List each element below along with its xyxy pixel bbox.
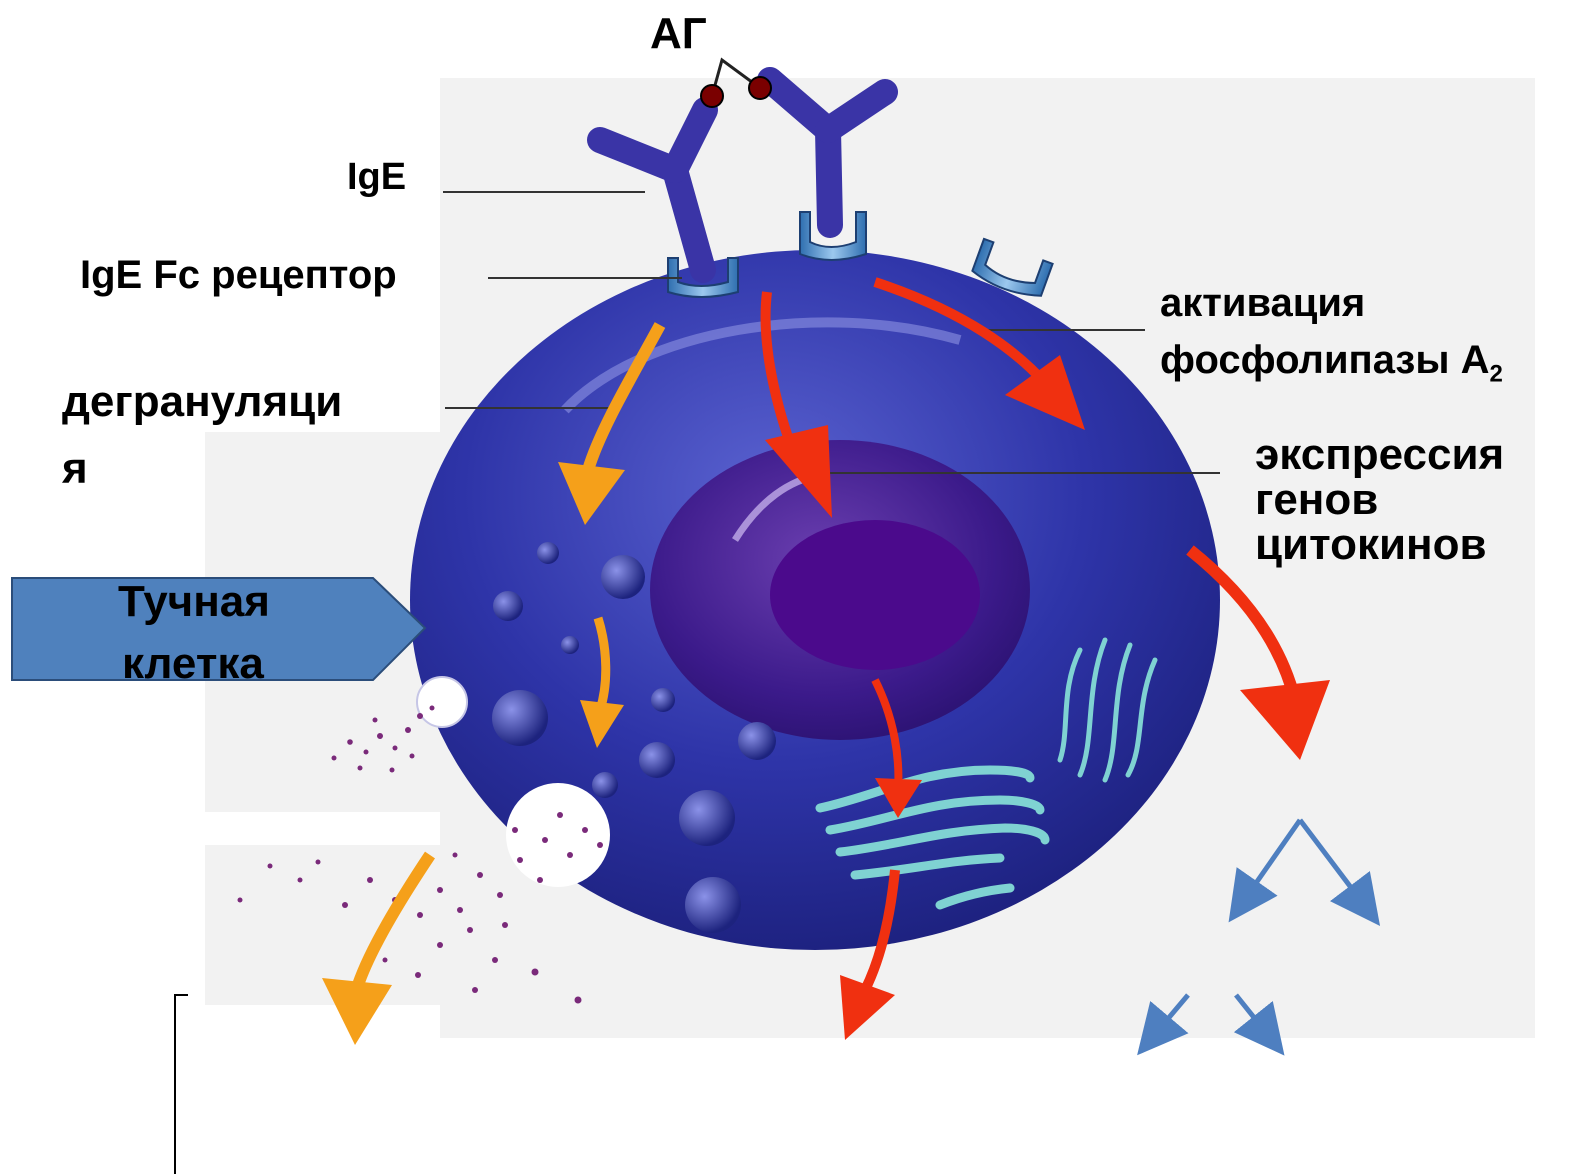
cytokine-gene-expression-label-line3: цитокинов bbox=[1255, 523, 1487, 567]
phospholipase-a2-text: фосфолипазы А bbox=[1160, 338, 1489, 382]
antigen-label: АГ bbox=[650, 12, 707, 56]
vesicle-small bbox=[417, 677, 467, 727]
vesicle-large bbox=[506, 783, 610, 887]
mast-cell-label-line2: клетка bbox=[122, 642, 264, 686]
phospholipase-a2-activation-label-line2: фосфолипазы А2 bbox=[1160, 340, 1503, 386]
ige-label: IgE bbox=[347, 158, 406, 196]
degranulation-label-line1: дегрануляци bbox=[62, 380, 342, 424]
cytokine-gene-expression-label-line2: генов bbox=[1255, 478, 1378, 522]
mediator-bracket bbox=[175, 995, 188, 1174]
degranulation-label-line2: я bbox=[62, 447, 88, 491]
phospholipase-a2-activation-label-line1: активация bbox=[1160, 283, 1365, 323]
nucleolus bbox=[770, 520, 980, 670]
ige-fc-receptor-label: IgE Fc рецептор bbox=[80, 255, 397, 295]
phospholipase-a2-subscript: 2 bbox=[1489, 360, 1502, 387]
cytokine-gene-expression-label-line1: экспрессия bbox=[1255, 433, 1504, 477]
mast-cell-label-line1: Тучная bbox=[118, 580, 270, 624]
